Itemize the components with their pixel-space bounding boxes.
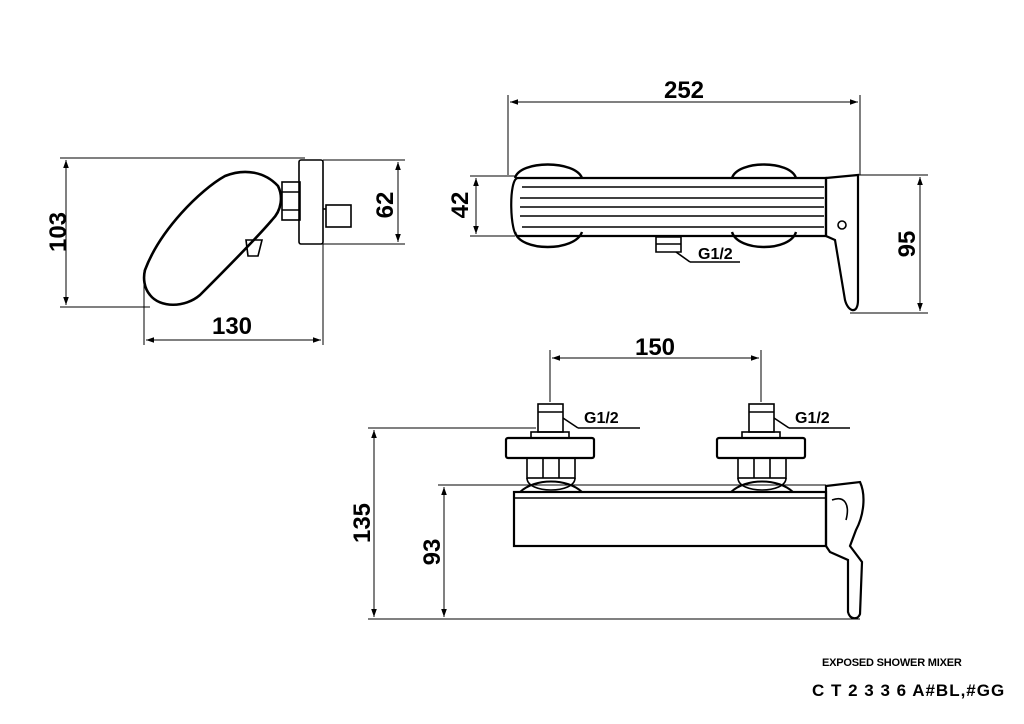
dim-93-label: 93: [419, 539, 446, 566]
side-connector-nut: [281, 181, 301, 221]
top-outlet: [655, 236, 682, 253]
right-inlet-label: G1/2: [795, 410, 830, 427]
top-body: [510, 176, 828, 238]
front-lever: [824, 480, 865, 620]
right-inlet-thread: [748, 403, 775, 433]
top-view: [470, 95, 928, 314]
right-hex-nut: [737, 457, 787, 479]
top-lever: [824, 173, 860, 312]
side-wall-plate: [298, 159, 324, 245]
left-inlet-thread: [537, 403, 564, 433]
model-number: C T 2 3 3 6 A#BL,#GG: [812, 681, 1006, 700]
dim-252-label: 252: [664, 77, 704, 104]
dim-130-label: 130: [212, 313, 252, 340]
side-knob: [325, 204, 352, 228]
dim-135-label: 135: [349, 503, 376, 543]
front-view: [368, 350, 865, 620]
dim-62-label: 62: [372, 192, 399, 219]
left-inlet-label: G1/2: [584, 410, 619, 427]
dim-103-label: 103: [45, 212, 72, 252]
front-body: [512, 490, 828, 548]
side-view: [60, 157, 405, 345]
left-hex-nut: [526, 457, 576, 479]
top-outlet-label: G1/2: [698, 246, 733, 263]
dim-95-label: 95: [894, 231, 921, 258]
dim-42-label: 42: [447, 192, 474, 219]
dim-150-label: 150: [635, 334, 675, 361]
right-wall-flange: [715, 436, 807, 460]
product-title: EXPOSED SHOWER MIXER: [822, 657, 962, 669]
left-wall-flange: [504, 436, 596, 460]
side-handle: [142, 170, 283, 307]
